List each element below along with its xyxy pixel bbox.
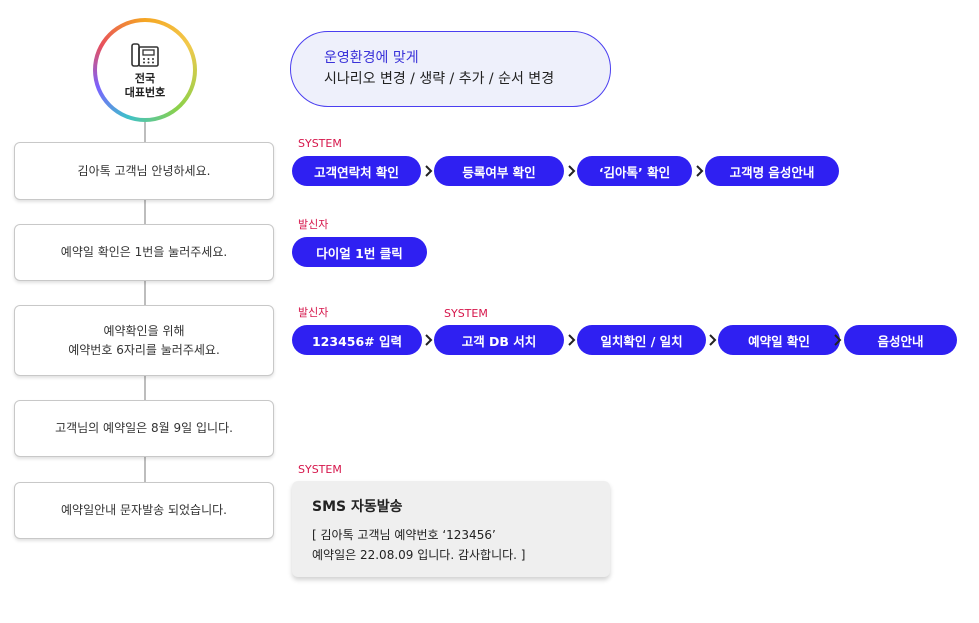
step-reservation-date-text: 고객님의 예약일은 8월 9일 입니다. — [55, 421, 233, 435]
desk-phone-icon — [131, 42, 159, 67]
pill-match-check: 일치확인 / 일치 — [577, 325, 706, 355]
pill-enter-number: 123456# 입력 — [292, 325, 422, 355]
pill-voice-guide: 음성안내 — [844, 325, 957, 355]
chevron-right-icon — [568, 334, 576, 346]
sms-title: SMS 자동발송 — [312, 499, 403, 515]
row3-tag-system: SYSTEM — [444, 307, 488, 320]
phone-node-inner: 전국 대표번호 — [97, 22, 193, 118]
pill-check-contact: 고객연락처 확인 — [292, 156, 421, 186]
step-greeting-text: 김아톡 고객님 안녕하세요. — [77, 163, 211, 178]
phone-label-line1: 전국 — [134, 71, 156, 85]
pill-name-voice: 고객명 음성안내 — [705, 156, 839, 186]
row5-tag: SYSTEM — [298, 463, 342, 476]
bubble-line2: 시나리오 변경 / 생략 / 추가 / 순서 변경 — [324, 71, 555, 87]
pill-dial-1: 다이얼 1번 클릭 — [292, 237, 427, 267]
chevron-right-icon — [696, 165, 704, 177]
chevron-right-icon — [568, 165, 576, 177]
chevron-right-icon — [425, 165, 433, 177]
row3-tag-caller: 발신자 — [298, 306, 329, 319]
scenario-note-bubble: 운영환경에 맞게 시나리오 변경 / 생략 / 추가 / 순서 변경 — [290, 31, 611, 107]
sms-line1: [ 김아톡 고객님 예약번호 ‘123456’ — [312, 528, 496, 542]
step-enter-reservation-line1: 예약확인을 위해 — [103, 323, 185, 338]
row1-tag: SYSTEM — [298, 137, 342, 150]
chevron-right-icon — [834, 334, 842, 346]
phone-node: 전국 대표번호 — [93, 18, 197, 122]
sms-line2: 예약일은 22.08.09 입니다. 감사합니다. ] — [312, 548, 526, 562]
pill-check-name: ‘김아톡’ 확인 — [577, 156, 692, 186]
pill-check-registration: 등록여부 확인 — [434, 156, 564, 186]
chevron-right-icon — [709, 334, 717, 346]
pill-db-search: 고객 DB 서치 — [434, 325, 564, 355]
step-enter-reservation-line2: 예약번호 6자리를 눌러주세요. — [68, 342, 220, 357]
step-enter-reservation: 예약확인을 위해 예약번호 6자리를 눌러주세요. — [14, 305, 274, 376]
row2-tag: 발신자 — [298, 218, 329, 231]
step-press-1: 예약일 확인은 1번을 눌러주세요. — [14, 224, 274, 281]
step-sms-sent-text: 예약일안내 문자발송 되었습니다. — [60, 503, 227, 517]
step-greeting: 김아톡 고객님 안녕하세요. — [14, 142, 274, 200]
sms-card: SMS 자동발송 [ 김아톡 고객님 예약번호 ‘123456’ 예약일은 22… — [292, 481, 610, 577]
step-press-1-text: 예약일 확인은 1번을 눌러주세요. — [60, 245, 228, 259]
flow-connector-line — [144, 122, 146, 482]
pill-check-date: 예약일 확인 — [718, 325, 840, 355]
step-reservation-date: 고객님의 예약일은 8월 9일 입니다. — [14, 400, 274, 457]
step-sms-sent: 예약일안내 문자발송 되었습니다. — [14, 482, 274, 539]
chevron-right-icon — [425, 334, 433, 346]
phone-label-line2: 대표번호 — [124, 85, 166, 99]
bubble-line1: 운영환경에 맞게 — [324, 50, 419, 66]
